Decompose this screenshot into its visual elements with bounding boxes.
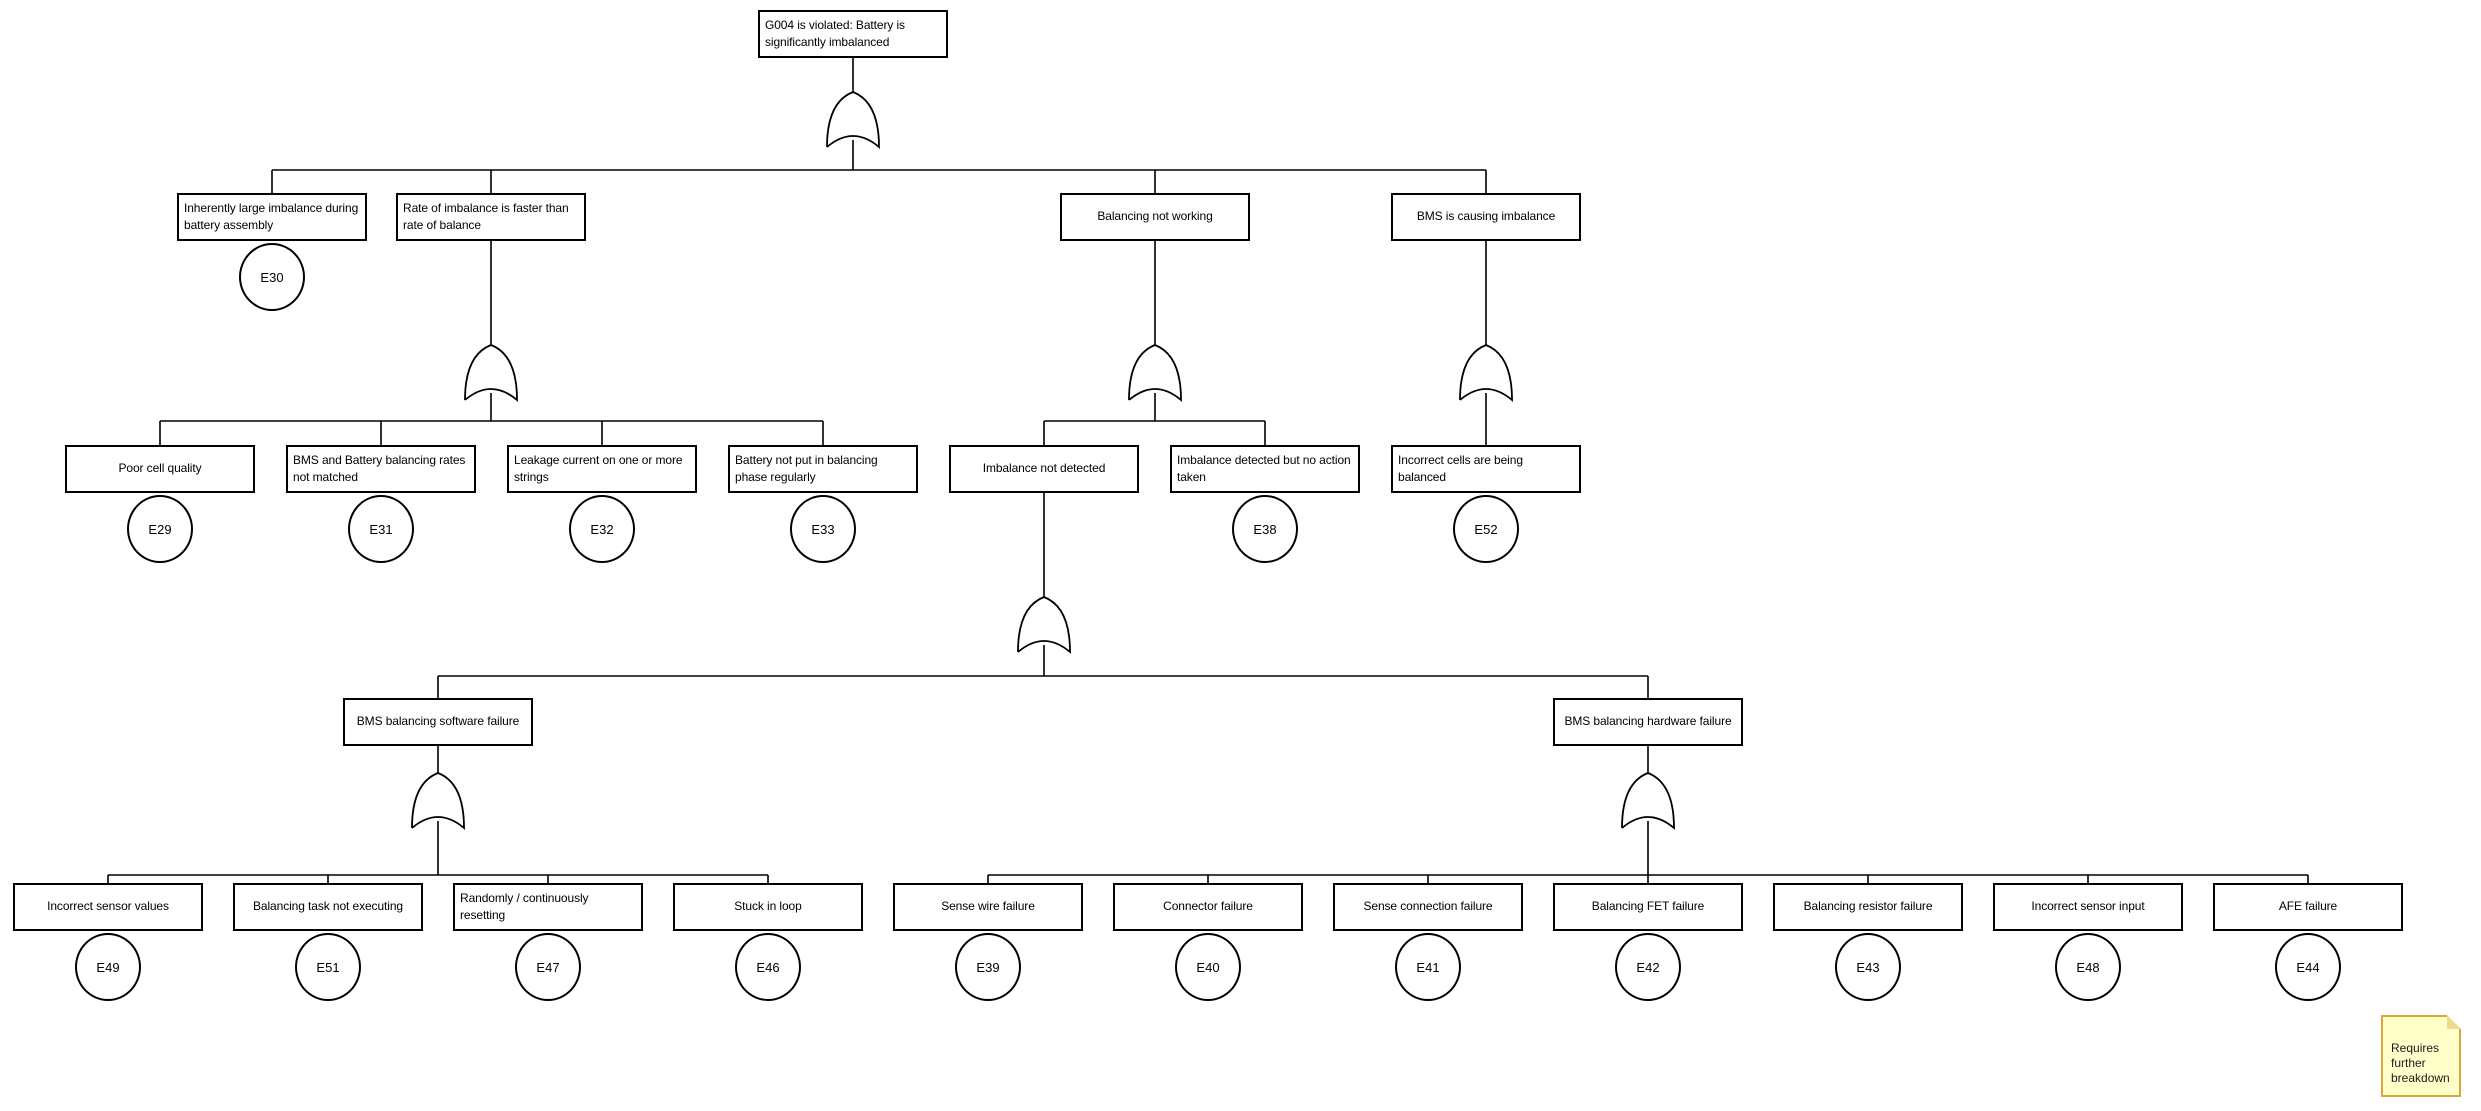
node-inherently-large-imbalance: Inherently large imbalance during batter…: [177, 193, 367, 241]
node-label: Poor cell quality: [118, 461, 202, 476]
basic-event-circle: E47: [515, 933, 581, 1001]
node-label: BMS is causing imbalance: [1416, 209, 1556, 224]
node-bms-software-failure: BMS balancing software failure: [343, 698, 533, 746]
or-gate-icon: [464, 344, 518, 402]
node-label: Randomly / continuously resetting: [460, 890, 589, 922]
basic-event-circle: E49: [75, 933, 141, 1001]
connector-line: [1043, 393, 1266, 445]
node-label: Sense wire failure: [941, 899, 1035, 914]
node-stuck-in-loop: Stuck in loop: [673, 883, 863, 931]
or-gate-icon: [1017, 596, 1071, 654]
node-balancing-resistor-failure: Balancing resistor failure: [1773, 883, 1963, 931]
node-label: BMS balancing hardware failure: [1564, 714, 1732, 729]
or-gate-icon: [411, 772, 465, 830]
node-rate-of-imbalance-faster: Rate of imbalance is faster than rate of…: [396, 193, 586, 241]
basic-event-circle: E30: [239, 243, 305, 311]
node-balancing-task-not-executing: Balancing task not executing: [233, 883, 423, 931]
node-bms-causing-imbalance: BMS is causing imbalance: [1391, 193, 1581, 241]
node-incorrect-cells-balanced: Incorrect cells are being balanced: [1391, 445, 1581, 493]
basic-event-circle: E31: [348, 495, 414, 563]
node-label: Rate of imbalance is faster than rate of…: [403, 200, 569, 232]
or-gate-icon: [826, 91, 880, 149]
node-balancing-not-working: Balancing not working: [1060, 193, 1250, 241]
connector-line: [987, 874, 2309, 883]
node-label: AFE failure: [2278, 899, 2338, 914]
or-gate-icon: [1621, 772, 1675, 830]
sticky-note: Requires further breakdown: [2381, 1015, 2461, 1097]
basic-event-circle: E52: [1453, 495, 1519, 563]
node-sense-wire-failure: Sense wire failure: [893, 883, 1083, 931]
basic-event-circle: E43: [1835, 933, 1901, 1001]
node-balancing-fet-failure: Balancing FET failure: [1553, 883, 1743, 931]
connector-line: [437, 493, 1649, 698]
node-label: BMS and Battery balancing rates not matc…: [293, 452, 466, 484]
node-label: Balancing task not executing: [253, 899, 403, 914]
node-bms-hardware-failure: BMS balancing hardware failure: [1553, 698, 1743, 746]
node-label: Incorrect sensor values: [47, 899, 169, 914]
node-balancing-rates-not-matched: BMS and Battery balancing rates not matc…: [286, 445, 476, 493]
node-label: Connector failure: [1163, 899, 1253, 914]
node-label: Sense connection failure: [1363, 899, 1493, 914]
basic-event-circle: E42: [1615, 933, 1681, 1001]
basic-event-circle: E48: [2055, 933, 2121, 1001]
node-label: Incorrect sensor input: [2031, 899, 2145, 914]
node-label: Battery not put in balancing phase regul…: [735, 452, 878, 484]
node-label: Imbalance detected but no action taken: [1177, 452, 1351, 484]
node-afe-failure: AFE failure: [2213, 883, 2403, 931]
node-poor-cell-quality: Poor cell quality: [65, 445, 255, 493]
node-sense-connection-failure: Sense connection failure: [1333, 883, 1523, 931]
node-label: Balancing FET failure: [1591, 899, 1705, 914]
node-battery-not-in-balancing-phase: Battery not put in balancing phase regul…: [728, 445, 918, 493]
basic-event-circle: E44: [2275, 933, 2341, 1001]
basic-event-circle: E33: [790, 495, 856, 563]
connector-line: [107, 874, 769, 883]
node-imbalance-not-detected: Imbalance not detected: [949, 445, 1139, 493]
node-incorrect-sensor-values: Incorrect sensor values: [13, 883, 203, 931]
node-imbalance-detected-no-action: Imbalance detected but no action taken: [1170, 445, 1360, 493]
node-connector-failure: Connector failure: [1113, 883, 1303, 931]
or-gate-icon: [1128, 344, 1182, 402]
node-randomly-resetting: Randomly / continuously resetting: [453, 883, 643, 931]
basic-event-circle: E40: [1175, 933, 1241, 1001]
node-leakage-current: Leakage current on one or more strings: [507, 445, 697, 493]
basic-event-circle: E39: [955, 933, 1021, 1001]
basic-event-circle: E38: [1232, 495, 1298, 563]
connector-line: [490, 241, 1487, 345]
connector-line: [437, 746, 1649, 875]
node-incorrect-sensor-input: Incorrect sensor input: [1993, 883, 2183, 931]
node-label: Inherently large imbalance during batter…: [184, 200, 359, 232]
connector-line: [159, 393, 824, 445]
node-label: G004 is violated: Battery is significant…: [765, 17, 905, 49]
basic-event-circle: E41: [1395, 933, 1461, 1001]
node-top-event: G004 is violated: Battery is significant…: [758, 10, 948, 58]
node-label: Balancing resistor failure: [1803, 899, 1933, 914]
node-label: Imbalance not detected: [982, 461, 1106, 476]
basic-event-circle: E46: [735, 933, 801, 1001]
node-label: Leakage current on one or more strings: [514, 452, 683, 484]
basic-event-circle: E29: [127, 495, 193, 563]
basic-event-circle: E51: [295, 933, 361, 1001]
node-label: Stuck in loop: [734, 899, 802, 914]
connector-line: [271, 58, 1487, 193]
node-label: Balancing not working: [1097, 209, 1213, 224]
or-gate-icon: [1459, 344, 1513, 402]
node-label: BMS balancing software failure: [356, 714, 520, 729]
basic-event-circle: E32: [569, 495, 635, 563]
node-label: Incorrect cells are being balanced: [1398, 452, 1523, 484]
